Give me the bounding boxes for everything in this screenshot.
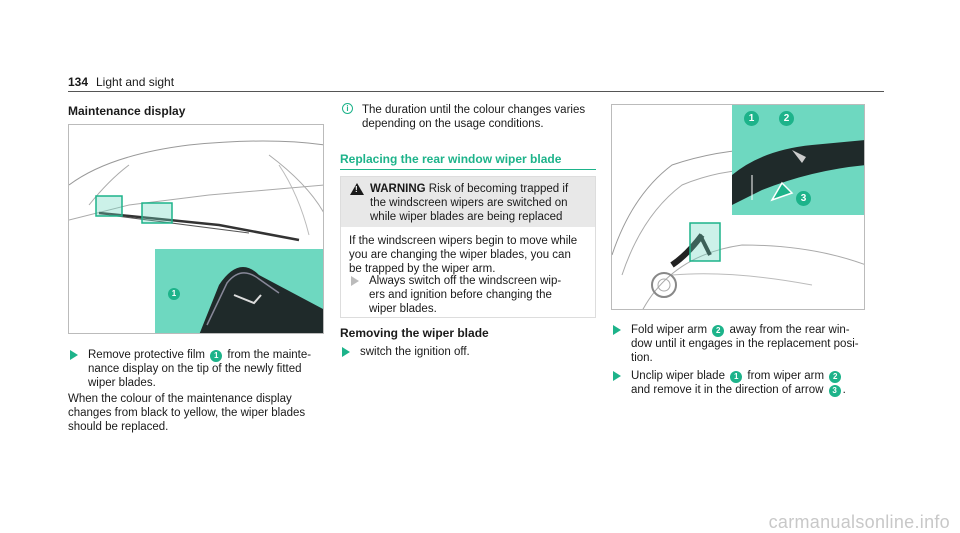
warning-box: ! WARNING Risk of becoming trapped if th… (340, 176, 596, 318)
step-text: from the mainte- (227, 349, 312, 361)
callout-badge: 2 (829, 371, 842, 383)
step-arrow-icon (70, 350, 78, 360)
maintenance-heading: Maintenance display (68, 104, 186, 118)
warning-text: Risk of becoming trapped if (428, 183, 569, 195)
warning-word: WARNING (370, 183, 426, 195)
step-text: tion. (631, 352, 653, 364)
warning-step: Always switch off the windscreen wip- er… (349, 274, 589, 316)
warning-header: ! WARNING Risk of becoming trapped if th… (341, 177, 595, 227)
step-text: wiper blades. (369, 303, 437, 315)
step-text: nance display on the tip of the newly fi… (88, 363, 302, 375)
page-number: 134 (68, 75, 89, 89)
step-text: away from the rear win- (729, 324, 850, 336)
page-header: 134 Light and sight (68, 70, 884, 92)
note-line: depending on the usage conditions. (362, 118, 544, 130)
step-arrow-icon (351, 276, 359, 286)
callout-badge: 2 (712, 325, 725, 337)
note-line: The duration until the colour changes va… (362, 104, 586, 116)
warning-triangle-icon: ! (350, 183, 364, 195)
warning-body-line: If the windscreen wipers begin to move w… (349, 235, 578, 247)
rear-window-svg (612, 105, 864, 309)
step-text: switch the ignition off. (360, 346, 470, 358)
step-bar (611, 383, 621, 397)
warning-body: If the windscreen wipers begin to move w… (349, 234, 589, 276)
para-line: changes from black to yellow, the wiper … (68, 407, 306, 419)
warning-text: the windscreen wipers are switched on (370, 197, 568, 209)
replace-heading: Replacing the rear window wiper blade (340, 152, 596, 170)
para-line: should be replaced. (68, 421, 169, 433)
callout-badge: 3 (828, 385, 841, 397)
warning-body-line: you are changing the wiper blades, you c… (349, 249, 571, 261)
ignition-off-step: switch the ignition off. (340, 345, 596, 359)
step-text: Remove protective film (88, 349, 205, 361)
para-line: When the colour of the maintenance displ… (68, 393, 292, 405)
windscreen-svg (69, 140, 323, 333)
step-arrow-icon (613, 325, 621, 335)
remove-film-step: Remove protective film 1 from the mainte… (68, 348, 324, 390)
step-text: . (842, 384, 846, 396)
step-text: dow until it engages in the replacement … (631, 338, 859, 350)
remove-heading: Removing the wiper blade (340, 326, 489, 340)
info-note: i The duration until the colour changes … (340, 103, 596, 131)
callout-badge: 1 (730, 371, 743, 383)
section-title: Light and sight (96, 75, 175, 89)
callout-3: 3 (796, 191, 811, 206)
step-text: ers and ignition before changing the (369, 289, 552, 301)
step-text: Unclip wiper blade (631, 370, 725, 382)
watermark: carmanualsonline.info (768, 512, 950, 532)
step-text: Fold wiper arm (631, 324, 708, 336)
step-text: Always switch off the windscreen wip- (369, 275, 562, 287)
info-icon: i (342, 103, 353, 114)
maintenance-paragraph: When the colour of the maintenance displ… (68, 392, 324, 434)
callout-badge: 1 (210, 350, 223, 362)
callout-1: 1 (744, 111, 759, 126)
warning-text: while wiper blades are being replaced (370, 211, 563, 223)
fold-arm-step: Fold wiper arm 2 away from the rear win-… (611, 323, 871, 365)
unclip-blade-step: Unclip wiper blade 1 from wiper arm 2 an… (611, 369, 871, 397)
step-arrow-icon (613, 371, 621, 381)
step-arrow-icon (342, 347, 350, 357)
rear-window-illustration: 1 2 3 (611, 104, 865, 310)
warning-body-line: be trapped by the wiper arm. (349, 263, 496, 275)
callout-2: 2 (779, 111, 794, 126)
step-text: from wiper arm (747, 370, 825, 382)
step-bar (611, 337, 621, 365)
windscreen-illustration: 1 (68, 124, 324, 334)
step-bar (68, 362, 78, 390)
step-text: and remove it in the direction of arrow (631, 384, 824, 396)
step-text: wiper blades. (88, 377, 156, 389)
callout-1: 1 (168, 288, 180, 300)
